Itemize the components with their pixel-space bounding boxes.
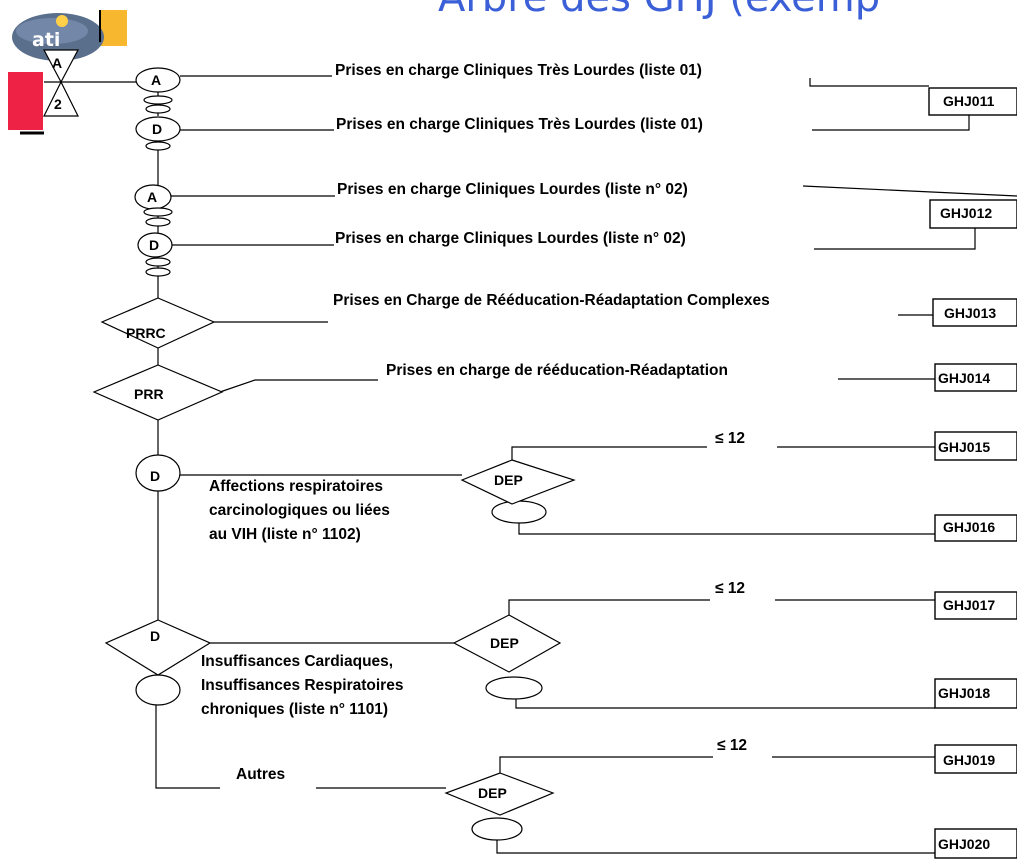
node-d3 bbox=[135, 454, 181, 492]
node-d4-ellipse bbox=[135, 674, 181, 706]
node-dep1 bbox=[460, 459, 576, 505]
ghj014-box bbox=[934, 363, 1017, 392]
logo-highlight bbox=[16, 18, 88, 44]
ghj-boxes: GHJ011 GHJ012 GHJ013 GHJ014 GHJ015 GHJ01… bbox=[928, 87, 1017, 859]
node-d2-label: D bbox=[149, 237, 159, 253]
label-insuf-3: chroniques (liste n° 1101) bbox=[201, 701, 388, 718]
logo-accent-square bbox=[100, 10, 127, 46]
ghj020-box bbox=[934, 828, 1017, 859]
dep1-ellipse bbox=[491, 500, 547, 524]
node-d4 bbox=[104, 619, 212, 676]
node-small-ellipse bbox=[145, 141, 171, 151]
ghj014-label: GHJ014 bbox=[938, 370, 990, 386]
node-prr bbox=[92, 364, 224, 421]
circle-nodes bbox=[134, 67, 547, 841]
connector bbox=[496, 840, 935, 854]
branch-labels: Prises en charge Cliniques Très Lourdes … bbox=[201, 62, 770, 783]
hourglass-icon: A 2 bbox=[43, 49, 79, 117]
connector bbox=[155, 705, 220, 789]
label-le12-1: ≤ 12 bbox=[715, 430, 745, 447]
connector bbox=[499, 756, 713, 773]
ghj012-box bbox=[929, 199, 1017, 229]
node-small-ellipse bbox=[143, 207, 173, 217]
node-prrc-label: PRRC bbox=[126, 325, 166, 341]
node-d1-label: D bbox=[152, 121, 162, 137]
ghj016-label: GHJ016 bbox=[943, 519, 995, 535]
label-row2: Prises en charge Cliniques Très Lourdes … bbox=[336, 116, 703, 133]
ghj018-box bbox=[934, 678, 1017, 709]
node-d1 bbox=[135, 116, 181, 142]
logo-dot bbox=[56, 15, 68, 27]
connector bbox=[511, 446, 707, 460]
connector bbox=[518, 523, 935, 535]
ghj018-label: GHJ018 bbox=[938, 685, 990, 701]
label-row3: Prises en charge Cliniques Lourdes (list… bbox=[337, 181, 688, 198]
logo-left-bar bbox=[8, 72, 43, 130]
ghj016-box bbox=[934, 514, 1017, 542]
ghj013-label: GHJ013 bbox=[944, 305, 996, 321]
label-prr: Prises en charge de rééducation-Réadapta… bbox=[386, 362, 728, 379]
node-small-ellipse bbox=[145, 217, 171, 227]
node-dep1-label: DEP bbox=[494, 472, 523, 488]
connector bbox=[802, 185, 1017, 197]
connector bbox=[508, 599, 710, 615]
connector bbox=[219, 379, 378, 393]
hourglass-top-label: A bbox=[52, 55, 62, 71]
hourglass-top-triangle bbox=[43, 49, 79, 84]
ghj013-box bbox=[932, 298, 1017, 327]
ghj015-label: GHJ015 bbox=[938, 439, 990, 455]
node-a1 bbox=[135, 67, 181, 93]
node-d3-label: D bbox=[150, 468, 160, 484]
node-dep3-label: DEP bbox=[478, 785, 507, 801]
ghj020-label: GHJ020 bbox=[938, 836, 990, 852]
page-title: Arbre des GHJ (exemp bbox=[438, 0, 880, 18]
hourglass-bottom-triangle bbox=[43, 80, 79, 117]
dep2-ellipse bbox=[485, 676, 543, 700]
node-dep3 bbox=[444, 772, 555, 816]
ghj017-box bbox=[934, 591, 1017, 620]
node-prr-label: PRR bbox=[134, 386, 164, 402]
node-dep2-label: DEP bbox=[490, 635, 519, 651]
node-small-ellipse bbox=[145, 104, 171, 114]
ghj019-box bbox=[934, 744, 1017, 774]
ghj012-label: GHJ012 bbox=[940, 205, 992, 221]
label-insuf-1: Insuffisances Cardiaques, bbox=[201, 653, 393, 670]
label-resp-1: Affections respiratoires bbox=[209, 478, 383, 495]
node-d2 bbox=[137, 232, 173, 258]
ghj011-label: GHJ011 bbox=[943, 93, 995, 109]
node-d4-label: D bbox=[150, 628, 160, 644]
node-small-ellipse bbox=[145, 257, 171, 267]
node-labels: A D A D PRRC PRR D D DEP DEP DEP bbox=[126, 72, 523, 801]
connector bbox=[515, 698, 935, 709]
node-small-ellipse bbox=[143, 95, 173, 105]
ghj017-label: GHJ017 bbox=[943, 597, 995, 613]
node-dep2 bbox=[452, 614, 562, 673]
label-insuf-2: Insuffisances Respiratoires bbox=[201, 677, 403, 694]
connector bbox=[812, 115, 970, 131]
ghj015-box bbox=[934, 431, 1017, 461]
label-prrc: Prises en Charge de Rééducation-Réadapta… bbox=[333, 292, 770, 309]
label-le12-3: ≤ 12 bbox=[717, 737, 747, 754]
label-row1: Prises en charge Cliniques Très Lourdes … bbox=[335, 62, 702, 79]
ghj011-box bbox=[928, 87, 1017, 116]
connector bbox=[814, 228, 976, 250]
label-le12-2: ≤ 12 bbox=[715, 580, 745, 597]
hourglass-bottom-label: 2 bbox=[54, 96, 62, 112]
ghj019-label: GHJ019 bbox=[943, 752, 995, 768]
node-a1-label: A bbox=[151, 72, 161, 88]
connector-lines bbox=[44, 75, 1017, 854]
connector bbox=[809, 78, 929, 87]
label-row4: Prises en charge Cliniques Lourdes (list… bbox=[335, 230, 686, 247]
logo: ati bbox=[8, 10, 127, 135]
label-resp-2: carcinologiques ou liées bbox=[209, 502, 390, 519]
label-resp-3: au VIH (liste n° 1102) bbox=[209, 526, 361, 543]
dep3-ellipse bbox=[471, 817, 523, 841]
logo-text: ati bbox=[32, 29, 60, 51]
node-small-ellipse bbox=[145, 267, 171, 277]
node-prrc bbox=[100, 297, 216, 349]
node-a2-label: A bbox=[147, 189, 157, 205]
label-autres: Autres bbox=[236, 766, 285, 783]
diamond-nodes bbox=[92, 297, 576, 816]
